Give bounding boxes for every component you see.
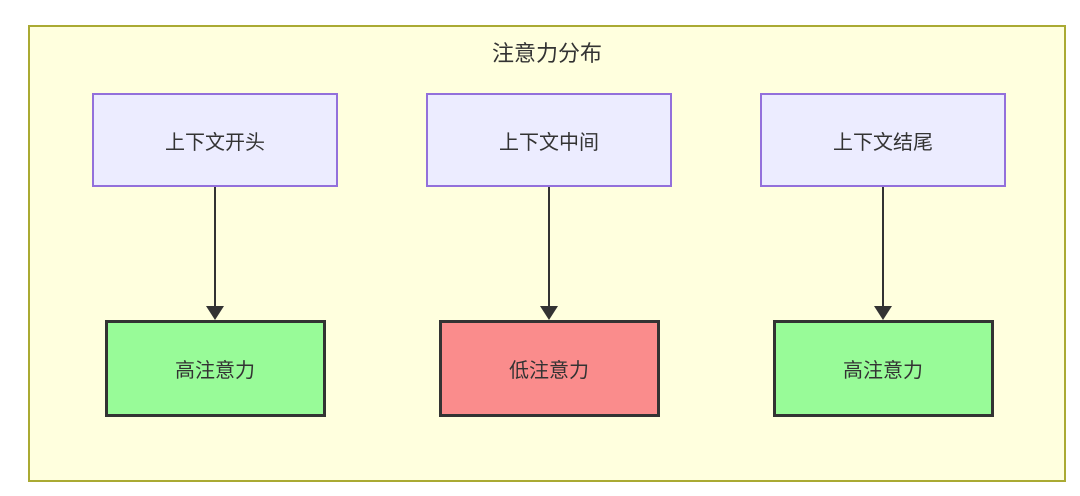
arrow-context-middle-to-result (540, 187, 558, 320)
column-context-start: 上下文开头 高注意力 (92, 93, 338, 417)
column-context-middle: 上下文中间 低注意力 (426, 93, 672, 417)
node-context-end: 上下文结尾 (760, 93, 1006, 187)
arrow-line (882, 187, 884, 306)
node-context-start: 上下文开头 (92, 93, 338, 187)
arrow-context-start-to-result (206, 187, 224, 320)
arrow-line (214, 187, 216, 306)
arrow-down-icon (540, 306, 558, 320)
arrow-line (548, 187, 550, 306)
node-high-attention-right: 高注意力 (772, 320, 994, 417)
node-context-middle: 上下文中间 (426, 93, 672, 187)
diagram-title: 注意力分布 (491, 42, 602, 67)
arrow-down-icon (874, 306, 892, 320)
arrow-down-icon (206, 306, 224, 320)
column-context-end: 上下文结尾 高注意力 (760, 93, 1006, 417)
node-high-attention-left: 高注意力 (104, 320, 326, 417)
attention-distribution-container: 注意力分布 上下文开头 高注意力 上下文中间 低注意力 上下文结尾 高注意力 (28, 25, 1066, 482)
node-low-attention-middle: 低注意力 (438, 320, 660, 417)
arrow-context-end-to-result (874, 187, 892, 320)
